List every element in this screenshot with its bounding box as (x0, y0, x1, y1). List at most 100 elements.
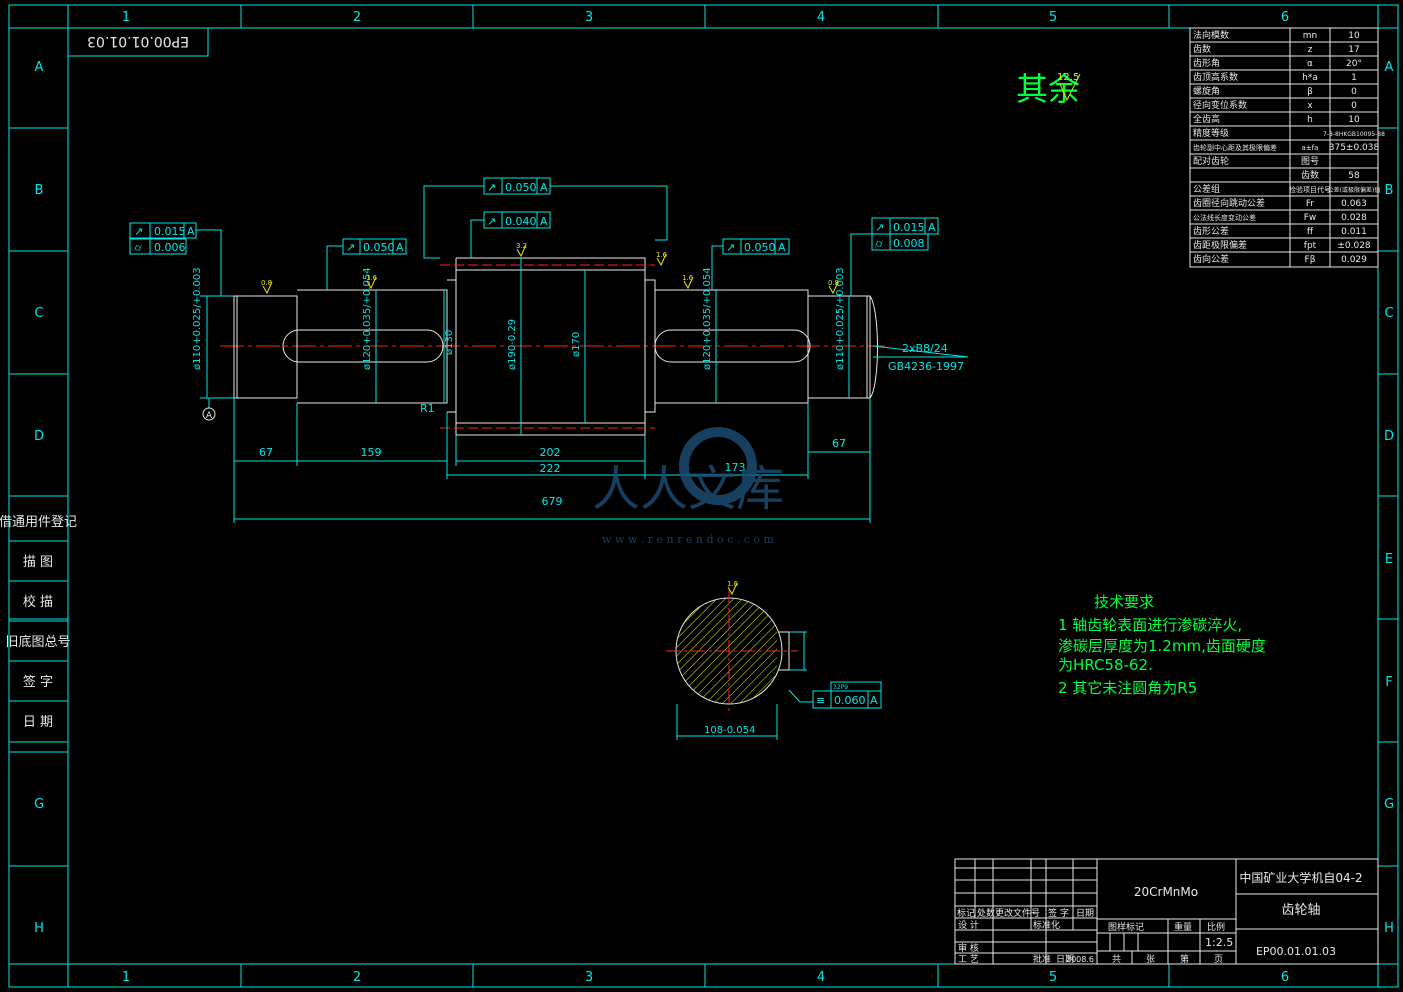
roughness-other-value: 12.5 (1057, 72, 1079, 83)
gear-param-sym: fpt (1304, 241, 1317, 251)
dim-len-159: 159 (361, 446, 382, 459)
roughness-other: 其余 12.5 (1016, 70, 1081, 108)
gear-param-sym: Fβ (1305, 255, 1316, 265)
tol-key-left: 0.050 (363, 241, 395, 254)
keyway-right (654, 329, 811, 363)
row-labels: A B C D G H A B C D E F G H (34, 60, 1394, 936)
gear-param-val: 0.028 (1341, 213, 1367, 223)
left-strip: 借通用件登记 描 图 校 描 旧底图总号 签 字 日 期 (0, 495, 77, 753)
gear-param-name: 径向变位系数 (1193, 99, 1247, 111)
tol-section-sym: 0.060 (834, 694, 866, 707)
roughness-value: 1.6 (656, 251, 668, 259)
tb-date-val: 2008.6 (1066, 955, 1094, 964)
gear-param-name: 齿圈径向跳动公差 (1193, 197, 1265, 209)
dim-len-202: 202 (540, 446, 561, 459)
tol-datum: A (540, 215, 548, 228)
gear-param-name: 公差组 (1193, 183, 1220, 195)
gear-param-name: 精度等级 (1193, 127, 1229, 139)
gear-param-val: 0.029 (1341, 255, 1367, 265)
row-label: E (1385, 552, 1393, 567)
col-label: 2 (353, 970, 361, 985)
gear-param-val: 1 (1351, 73, 1357, 83)
tolerance-frames: 0.015 A 0.006 ↗⌭ 0.050 A ↗ 0.050 A ↗ 0.0… (129, 177, 939, 296)
strip-label: 签 字 (23, 674, 53, 690)
gear-param-sym: h*a (1302, 73, 1318, 83)
gear-param-val: 17 (1348, 45, 1359, 55)
tb-hdr-date: 日期 (1076, 908, 1094, 919)
gear-param-val: 7-8-8HKGB10095-88 (1323, 131, 1385, 138)
roughness-other-label: 其余 (1016, 70, 1080, 108)
tol-datum: A (540, 181, 548, 194)
tol-datum: A (870, 694, 878, 707)
col-label: 2 (353, 10, 361, 25)
svg-text:⌭: ⌭ (875, 237, 883, 250)
title-block: 标记 处数 更改文件号 签 字 日期 设 计 标准化 审 核 工 艺 批准 日期… (954, 858, 1379, 965)
col-label: 5 (1049, 10, 1057, 25)
tol-datum: A (396, 241, 404, 254)
gear-param-sym: h (1307, 115, 1313, 125)
roughness-value: 1.6 (366, 274, 378, 282)
tb-sheet: 张 (1146, 954, 1155, 965)
tb-std: 标准化 (1033, 919, 1060, 931)
tol-gear-runout: 0.040 (505, 215, 537, 228)
svg-text:↗: ↗ (346, 241, 355, 254)
tb-stage: 图样标记 (1108, 921, 1144, 933)
tb-material: 20CrMnMo (1134, 885, 1198, 899)
tb-page2: 页 (1214, 954, 1223, 965)
col-label: 3 (585, 970, 593, 985)
tech-req-line: 渗碳层厚度为1.2mm,齿面硬度 (1058, 637, 1266, 655)
tb-date: 日期 (1056, 954, 1074, 965)
dim-len-222: 222 (540, 462, 561, 475)
tech-req-title: 技术要求 (1094, 593, 1154, 611)
strip-label: 校 描 (23, 594, 53, 610)
gear-param-name: 配对齿轮 (1193, 155, 1229, 167)
column-labels: 1 2 3 4 5 6 1 2 3 4 5 6 (122, 10, 1289, 985)
tb-total: 共 (1112, 954, 1121, 965)
roughness-symbols: 0.8 1.6 3.2 1.6 0.8 1.6 (261, 242, 839, 295)
gear-param-sym: 检验项目代号 (1289, 185, 1331, 194)
roughness-value: 0.8 (261, 279, 272, 287)
gear-param-val: 0 (1351, 101, 1357, 111)
tol-datum: A (778, 241, 786, 254)
datum-a-mark: A (206, 411, 213, 421)
gear-param-name: 全齿高 (1193, 113, 1220, 125)
keyway-left (282, 329, 444, 363)
tol-datum: A (928, 221, 936, 234)
row-label: H (1384, 921, 1394, 936)
dim-fillet: R1 (420, 402, 435, 415)
gear-param-sym: a±fa (1302, 144, 1319, 152)
gear-param-name: 法向模数 (1193, 29, 1229, 41)
tb-scale: 1:2.5 (1205, 936, 1233, 949)
tol-key-right: 0.050 (744, 241, 776, 254)
tech-req-line: 为HRC58-62. (1058, 656, 1153, 674)
tb-part-name: 齿轮轴 (1281, 903, 1320, 918)
tb-hdr-mark: 标记 (957, 907, 975, 919)
gear-param-sym: Fr (1306, 199, 1315, 209)
dim-d-key-left: ø120+0.035/+0.054 (362, 267, 373, 370)
gear-param-name: 齿顶高系数 (1193, 71, 1238, 83)
dim-d-key-right: ø120+0.035/+0.054 (702, 267, 713, 370)
row-label: C (1384, 306, 1393, 321)
dim-len-67b: 67 (832, 437, 846, 450)
svg-text:⌭: ⌭ (134, 241, 142, 254)
tb-school: 中国矿业大学机自04-2 (1239, 870, 1362, 885)
tb-ratio: 比例 (1207, 921, 1225, 933)
tb-hdr-sign: 签 字 (1048, 907, 1069, 919)
gear-param-val: 20° (1346, 59, 1362, 69)
row-label: G (34, 797, 44, 812)
tol-datum: A (187, 225, 195, 238)
row-label: B (1385, 183, 1394, 198)
row-label: A (1385, 60, 1394, 75)
row-label: D (1384, 429, 1394, 444)
strip-label: 描 图 (23, 555, 53, 570)
tb-hdr-doc: 更改文件号 (995, 907, 1040, 919)
keyway-width: 32P9 (833, 684, 848, 691)
col-label: 1 (122, 970, 130, 985)
svg-text:↗: ↗ (487, 215, 496, 228)
gear-param-val: 公差(或极限偏差)值 (1328, 186, 1381, 194)
svg-text:↗: ↗ (487, 181, 496, 194)
center-hole-label: 2xB8/24 (902, 342, 948, 355)
gear-param-sym: z (1308, 45, 1313, 55)
tech-req-line: 2 其它未注圆角为R5 (1058, 679, 1197, 697)
